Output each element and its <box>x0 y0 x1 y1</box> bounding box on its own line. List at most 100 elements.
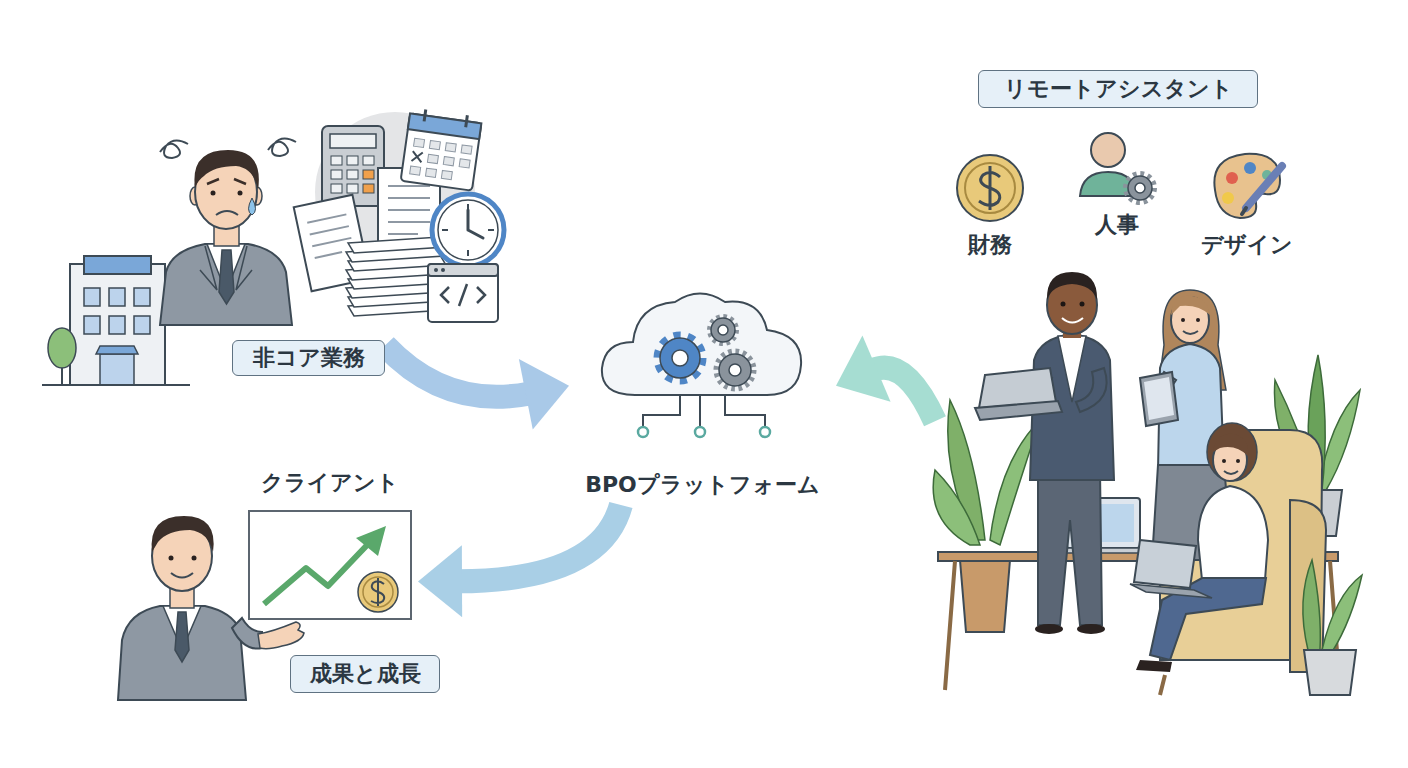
remote-team <box>1140 372 1178 426</box>
paperwork-pile <box>441 268 445 272</box>
office-building <box>42 384 190 386</box>
office-building <box>70 264 165 385</box>
node-text: リモートアシスタント <box>978 70 1258 108</box>
stressed-worker <box>160 244 292 325</box>
task-label: 非コア業務 <box>232 340 385 376</box>
remote-team <box>1224 471 1238 474</box>
platform-cloud: BPOプラットフォーム <box>575 280 830 505</box>
stressed-worker <box>207 179 246 184</box>
paperwork-pile <box>410 138 472 182</box>
office-building <box>134 316 150 334</box>
paperwork-pile <box>347 170 358 179</box>
stressed-worker <box>249 198 256 215</box>
paperwork-pile <box>331 156 342 165</box>
paperwork-pile <box>408 113 482 139</box>
client-person <box>175 612 189 662</box>
remote-team <box>1136 660 1172 672</box>
paperwork-pile <box>363 156 374 165</box>
node-text: 非コア業務 <box>253 345 365 371</box>
paperwork-pile <box>388 186 430 234</box>
flow-arrow <box>836 335 935 421</box>
growth-chart-art <box>363 577 393 607</box>
paperwork-pile <box>347 184 358 193</box>
assistant-icons <box>1135 183 1145 193</box>
cloud-shape <box>672 350 688 366</box>
remote-team <box>1303 560 1320 650</box>
paperwork-pile <box>363 184 374 193</box>
remote-team <box>1207 423 1257 481</box>
growth-chart-art <box>371 578 384 606</box>
category-label: 人事 <box>1017 212 1217 238</box>
remote-team <box>1035 624 1063 634</box>
remote-team <box>1056 548 1150 553</box>
assistant-icons <box>1091 133 1125 167</box>
result-label: 成果と成長 <box>290 655 440 693</box>
growth-chart-art <box>358 572 398 612</box>
node-text: BPOプラットフォーム <box>545 472 860 498</box>
assistant-icons <box>965 163 1015 213</box>
growth-chart-art <box>250 512 410 618</box>
cloud-shape <box>729 364 741 376</box>
assistant-icons <box>957 155 1023 221</box>
flow-arrow <box>385 345 569 429</box>
remote-team <box>1222 459 1226 463</box>
client-person <box>118 606 246 700</box>
remote-team <box>1076 368 1107 412</box>
paperwork-pile <box>294 107 504 322</box>
paperwork-pile <box>442 204 494 256</box>
cloud-shape <box>638 427 648 437</box>
remote-team <box>1196 318 1200 322</box>
office-building <box>109 288 125 306</box>
paperwork-pile <box>331 184 342 193</box>
node-text: 成果と成長 <box>310 661 421 687</box>
paperwork-pile <box>331 170 342 179</box>
cloud-shape <box>660 338 700 378</box>
node-text: クライアント <box>210 470 450 496</box>
remote-team <box>1183 331 1198 334</box>
paperwork-pile <box>401 113 482 190</box>
remote-team <box>1171 296 1210 315</box>
arrow-shaft <box>385 345 530 396</box>
remote-team <box>1130 584 1212 598</box>
cloud-shape <box>710 317 736 343</box>
stressed-worker <box>238 191 243 196</box>
stressed-worker <box>200 246 217 290</box>
paperwork-pile <box>441 284 485 306</box>
remote-team <box>1236 459 1240 463</box>
remote-team <box>1160 675 1315 695</box>
office-building <box>84 288 100 306</box>
client-person <box>232 618 262 649</box>
assistant-icons <box>957 133 1282 221</box>
remote-team <box>1061 302 1066 307</box>
remote-team <box>1144 377 1174 420</box>
office-building <box>48 328 76 368</box>
assistant-icons <box>1126 174 1154 202</box>
stressed-worker <box>194 150 258 190</box>
arrow-shaft <box>458 505 621 581</box>
remote-team <box>1290 500 1326 672</box>
growth-chart-art <box>264 542 370 604</box>
assistant-icons <box>1222 192 1234 204</box>
client-person <box>171 573 193 578</box>
remote-team <box>1062 318 1083 323</box>
paperwork-pile <box>432 194 504 266</box>
assistant-icons <box>1080 172 1130 196</box>
cloud-shape <box>575 280 830 505</box>
remote-team <box>933 470 980 545</box>
cloud-shape <box>717 352 753 388</box>
client-person <box>258 622 304 649</box>
client-person <box>152 516 214 552</box>
assistant-icons <box>1226 172 1238 184</box>
remote-team <box>1304 650 1356 695</box>
paperwork-pile <box>468 210 483 238</box>
remote-team <box>1047 272 1097 300</box>
flow-arrow <box>418 505 621 617</box>
office-building <box>134 288 150 306</box>
assistant-icons <box>1246 166 1282 208</box>
paperwork-pile <box>434 268 438 272</box>
remote-team <box>1134 540 1196 588</box>
stressed-worker <box>236 246 252 290</box>
paperwork-pile <box>428 264 498 276</box>
